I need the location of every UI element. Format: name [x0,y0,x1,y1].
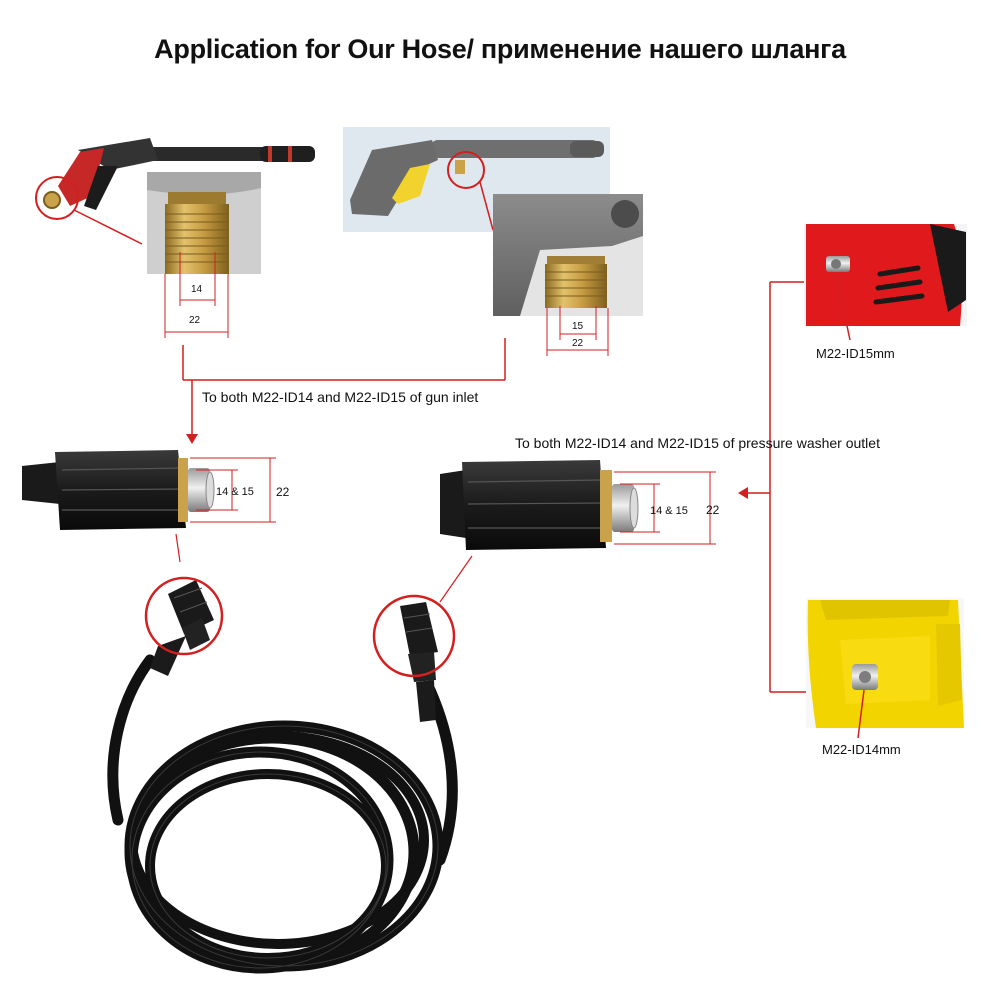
arrow-left-icon [738,487,748,499]
pressure-washer-yellow [806,598,964,728]
hose-end-left [150,580,214,676]
gun2-dimension-lines [546,306,609,356]
highlight-circle-hose-left [144,576,224,656]
page-title: Application for Our Hose/ применение наш… [154,34,846,64]
hose-end-right [400,602,438,722]
spray-gun-red [43,138,315,210]
coiled-hose [107,654,458,974]
gun-inlet-caption: To both M22-ID14 and M22-ID15 of gun inl… [202,389,479,405]
highlight-circle-hose-right [372,594,456,678]
coiled-hose-highlights [129,725,439,969]
coupler-right-dim-inner: 14 & 15 [650,505,688,517]
gun2-inlet-photo [493,194,643,316]
coupler-left [22,450,215,530]
coupler-right-dim-outer: 22 [706,503,720,517]
gun2-dim-outer: 22 [572,338,584,349]
washer-outlet-connector [746,281,806,693]
gun1-dimension-lines [164,252,229,338]
coupler-left-dimension-lines [190,457,276,523]
pressure-washer-red [804,224,967,326]
coupler-right-dimension-lines [614,471,716,545]
washer-outlet-caption: To both M22-ID14 and M22-ID15 of pressur… [515,435,880,451]
coupler-right [440,460,639,550]
highlight-circle-gun1 [35,176,79,220]
gun-inlet-connector [182,338,506,436]
gun1-dim-inner: 14 [191,284,203,295]
coupler-left-dim-inner: 14 & 15 [216,486,254,498]
washer-red-label: M22-ID15mm [816,346,895,361]
coupler-left-dim-outer: 22 [276,485,290,499]
highlight-circle-gun2 [447,151,485,189]
arrow-down-icon [186,434,198,444]
gun2-dim-inner: 15 [572,321,584,332]
washer-yellow-label: M22-ID14mm [822,742,901,757]
gun1-dim-outer: 22 [189,315,201,326]
gun1-inlet-photo [147,172,261,274]
